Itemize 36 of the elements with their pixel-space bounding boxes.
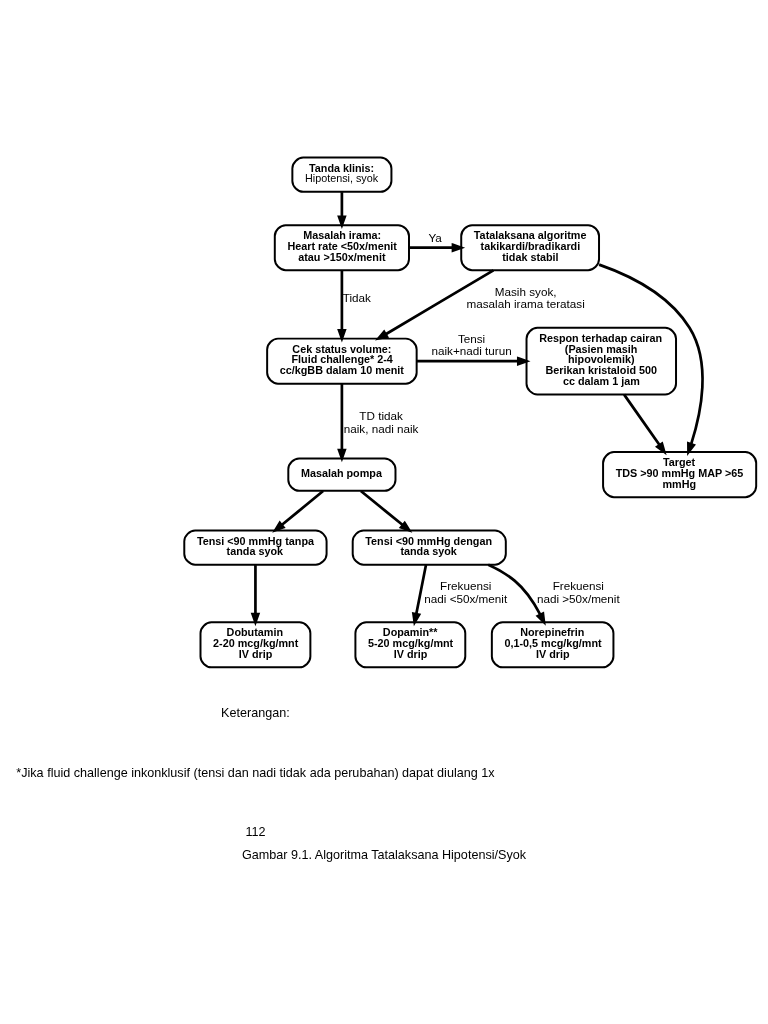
node-box: Tensi <90 mmHg dengan tanda syok (351, 529, 507, 566)
node-box: Masalah pompa (287, 457, 397, 492)
node-box: Dopamin** 5-20 mcg/kg/mnt IV drip (354, 621, 467, 669)
label: Keterangan: (221, 706, 290, 721)
arrow (360, 489, 413, 533)
edge-label: Tidak (342, 291, 371, 305)
arrow (623, 393, 667, 456)
edge-label: Tensi naik+nadi turun (431, 331, 512, 358)
node-box: Dobutamin 2-20 mcg/kg/mnt IV drip (199, 621, 312, 669)
arrow (337, 192, 347, 230)
arrow (272, 489, 324, 533)
arrow (250, 565, 261, 627)
node-box: Target TDS >90 mmHg MAP >65 mmHg (602, 451, 758, 499)
edge-label: Masih syok, masalah irama teratasi (466, 284, 585, 311)
arrow (411, 564, 428, 627)
arrow (337, 383, 347, 463)
node-box: Respon terhadap cairan (Pasien masih hipovolemik) Berikan kristaloid 500 cc dalam 1 jam (525, 326, 677, 396)
arrow (416, 356, 531, 366)
node-box: Norepinefrin 0,1-0,5 mcg/kg/mnt IV drip (490, 621, 615, 669)
node-box: Cek status volume: Fluid challenge* 2-4 cc/kgBB dalam 10 menit (266, 337, 418, 385)
node-box: Masalah irama: Heart rate <50x/menit atau >150x/menit (273, 224, 410, 272)
edge-label: Frekuensi nadi <50x/menit (424, 579, 508, 605)
node-box: Tatalaksana algoritme takikardi/bradikardi tidak stabil (460, 224, 600, 272)
node-box: Tanda klinis: Hipotensi, syok (291, 156, 393, 193)
arrow (337, 270, 347, 343)
arrow (375, 269, 495, 341)
arrow (409, 242, 466, 253)
arrow (598, 263, 704, 456)
label: *Jika fluid challenge inkonklusif (tensi dan nadi tidak ada perubahan) dapat diulang 1x (16, 765, 495, 780)
arrow (487, 563, 546, 626)
label: 112 (245, 824, 266, 839)
edge-label: TD tidak naik, nadi naik (343, 409, 419, 435)
edge-label: Ya (428, 230, 442, 244)
node-box: Tensi <90 mmHg tanpa tanda syok (183, 529, 328, 566)
edge-label: Frekuensi nadi >50x/menit (536, 579, 620, 605)
caption: Gambar 9.1. Algoritma Tatalaksana Hipotensi/Syok (242, 848, 526, 863)
